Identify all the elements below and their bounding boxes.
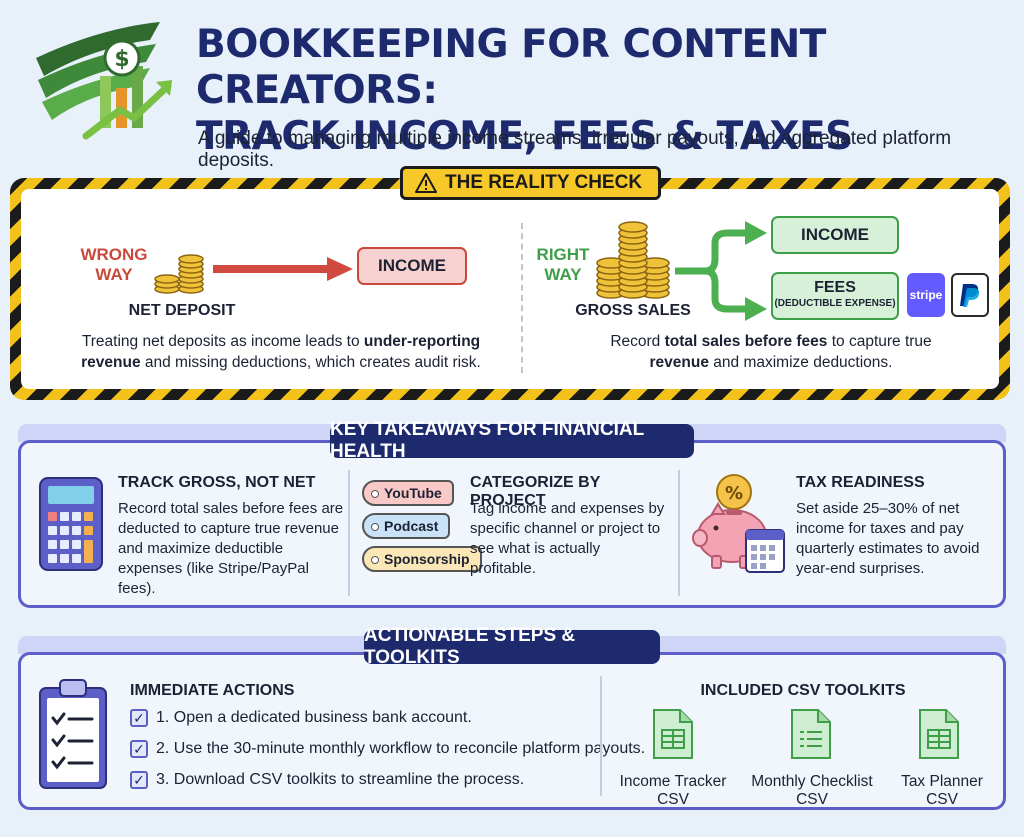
page-subtitle: A guide to managing multiple income stre…: [198, 128, 952, 171]
checklist-file-icon: [791, 709, 831, 759]
stripe-logo: stripe: [907, 273, 945, 317]
actions-badge: ACTIONABLE STEPS & TOOLKITS: [364, 625, 660, 668]
right-way-explanation: Record total sales before fees to captur…: [551, 331, 991, 373]
wrong-way-label-line1: WRONG: [80, 245, 148, 264]
takeaway-1-body: Record total sales before fees are deduc…: [118, 500, 344, 597]
takeaway-1-title: TRACK GROSS, NOT NET: [118, 474, 316, 491]
action-step-2-text: 2. Use the 30-minute monthly workflow to…: [156, 740, 646, 757]
right-way-label: RIGHT WAY: [533, 245, 593, 285]
tag-podcast: Podcast: [362, 513, 451, 539]
tag-sponsorship: Sponsorship: [362, 546, 482, 572]
fees-title: FEES: [814, 279, 856, 296]
wrong-way-explanation: Treating net deposits as income leads to…: [61, 331, 501, 373]
title-line-2: TRACK INCOME, FEES & TAXES: [196, 114, 853, 159]
wrong-way-label-line2: WAY: [95, 265, 133, 284]
toolkits-title: INCLUDED CSV TOOLKITS: [700, 682, 906, 699]
right-explain-part-b: total sales before fees: [664, 333, 828, 350]
toolkit-tax-planner: Tax Planner CSV: [901, 773, 983, 808]
fees-box: FEES (DEDUCTIBLE EXPENSE): [771, 272, 899, 320]
reality-check-panel: WRONG WAY NET DEPOSIT INCOME Treating ne…: [10, 178, 1010, 400]
checkbox-icon: ✓: [130, 771, 148, 789]
takeaway-2-body: Tag income and expenses by specific chan…: [470, 500, 665, 577]
spreadsheet-file-icon: [653, 709, 693, 759]
piggy-bank-icon: %: [692, 474, 785, 573]
toolkit-income-tracker: Income Tracker CSV: [619, 773, 727, 808]
wrong-income-box: INCOME: [357, 247, 467, 285]
planner-file-icon: [919, 709, 959, 759]
clipboard-checklist-icon: [39, 679, 107, 789]
wrong-way-label: WRONG WAY: [79, 245, 149, 285]
page-title: BOOKKEEPING FOR CONTENT CREATORS: TRACK …: [196, 22, 1016, 160]
right-way-label-line2: WAY: [544, 265, 582, 284]
money-growth-logo: $: [36, 22, 172, 140]
checkbox-icon: ✓: [130, 709, 148, 727]
action-step-2: ✓ 2. Use the 30-minute monthly workflow …: [130, 740, 645, 758]
tag-youtube: YouTube: [362, 480, 454, 506]
takeaways-panel: [18, 440, 1006, 608]
wrong-explain-part-b: under-reporting: [363, 333, 481, 350]
actions-divider: [600, 676, 602, 796]
large-coin-stack-icon: [596, 221, 670, 299]
reality-check-badge: THE REALITY CHECK: [400, 166, 662, 200]
takeaways-badge: KEY TAKEAWAYS FOR FINANCIAL HEALTH: [330, 419, 694, 462]
wrong-explain-part-a: Treating net deposits as income leads to: [81, 333, 364, 350]
takeaway-2-title: CATEGORIZE BY PROJECT: [470, 474, 601, 509]
calculator-icon: [39, 477, 103, 571]
immediate-actions-title: IMMEDIATE ACTIONS: [130, 682, 295, 699]
takeaway-3-title: TAX READINESS: [796, 474, 925, 491]
right-explain-part-d: revenue: [649, 354, 709, 371]
right-explain-part-c: to capture true: [827, 333, 932, 350]
split-arrow-icon: [675, 221, 767, 321]
action-step-3-text: 3. Download CSV toolkits to streamline t…: [156, 771, 525, 788]
paypal-logo: [951, 273, 989, 317]
reality-divider: [521, 223, 523, 373]
right-income-box: INCOME: [771, 216, 899, 254]
action-step-1-text: 1. Open a dedicated business bank accoun…: [156, 709, 472, 726]
paypal-icon: [960, 284, 980, 307]
gross-sales-caption: GROSS SALES: [575, 302, 691, 319]
right-way-label-line1: RIGHT: [536, 245, 590, 264]
takeaway-3-body: Set aside 25–30% of net income for taxes…: [796, 500, 980, 577]
reality-check-content: WRONG WAY NET DEPOSIT INCOME Treating ne…: [21, 189, 999, 389]
fees-subtitle: (DEDUCTIBLE EXPENSE): [774, 298, 896, 309]
action-step-3: ✓ 3. Download CSV toolkits to streamline…: [130, 771, 524, 789]
title-line-1: BOOKKEEPING FOR CONTENT CREATORS:: [196, 22, 826, 113]
warning-icon: [415, 173, 437, 193]
takeaway-divider-1: [348, 470, 350, 596]
reality-check-title: THE REALITY CHECK: [445, 172, 643, 193]
svg-text:%: %: [725, 483, 743, 504]
arrow-right-icon: [213, 257, 353, 281]
right-explain-part-a: Record: [610, 333, 665, 350]
toolkit-monthly-checklist: Monthly Checklist CSV: [751, 773, 873, 808]
wrong-explain-part-c: revenue: [81, 354, 141, 371]
takeaway-divider-2: [678, 470, 680, 596]
coin-stack-icon: [154, 254, 204, 294]
checkbox-icon: ✓: [130, 740, 148, 758]
right-explain-part-e: and maximize deductions.: [708, 354, 893, 371]
action-step-1: ✓ 1. Open a dedicated business bank acco…: [130, 709, 472, 727]
net-deposit-caption: NET DEPOSIT: [128, 302, 236, 319]
wrong-explain-part-d: and missing deductions, which creates au…: [140, 354, 481, 371]
svg-text:$: $: [114, 47, 129, 72]
